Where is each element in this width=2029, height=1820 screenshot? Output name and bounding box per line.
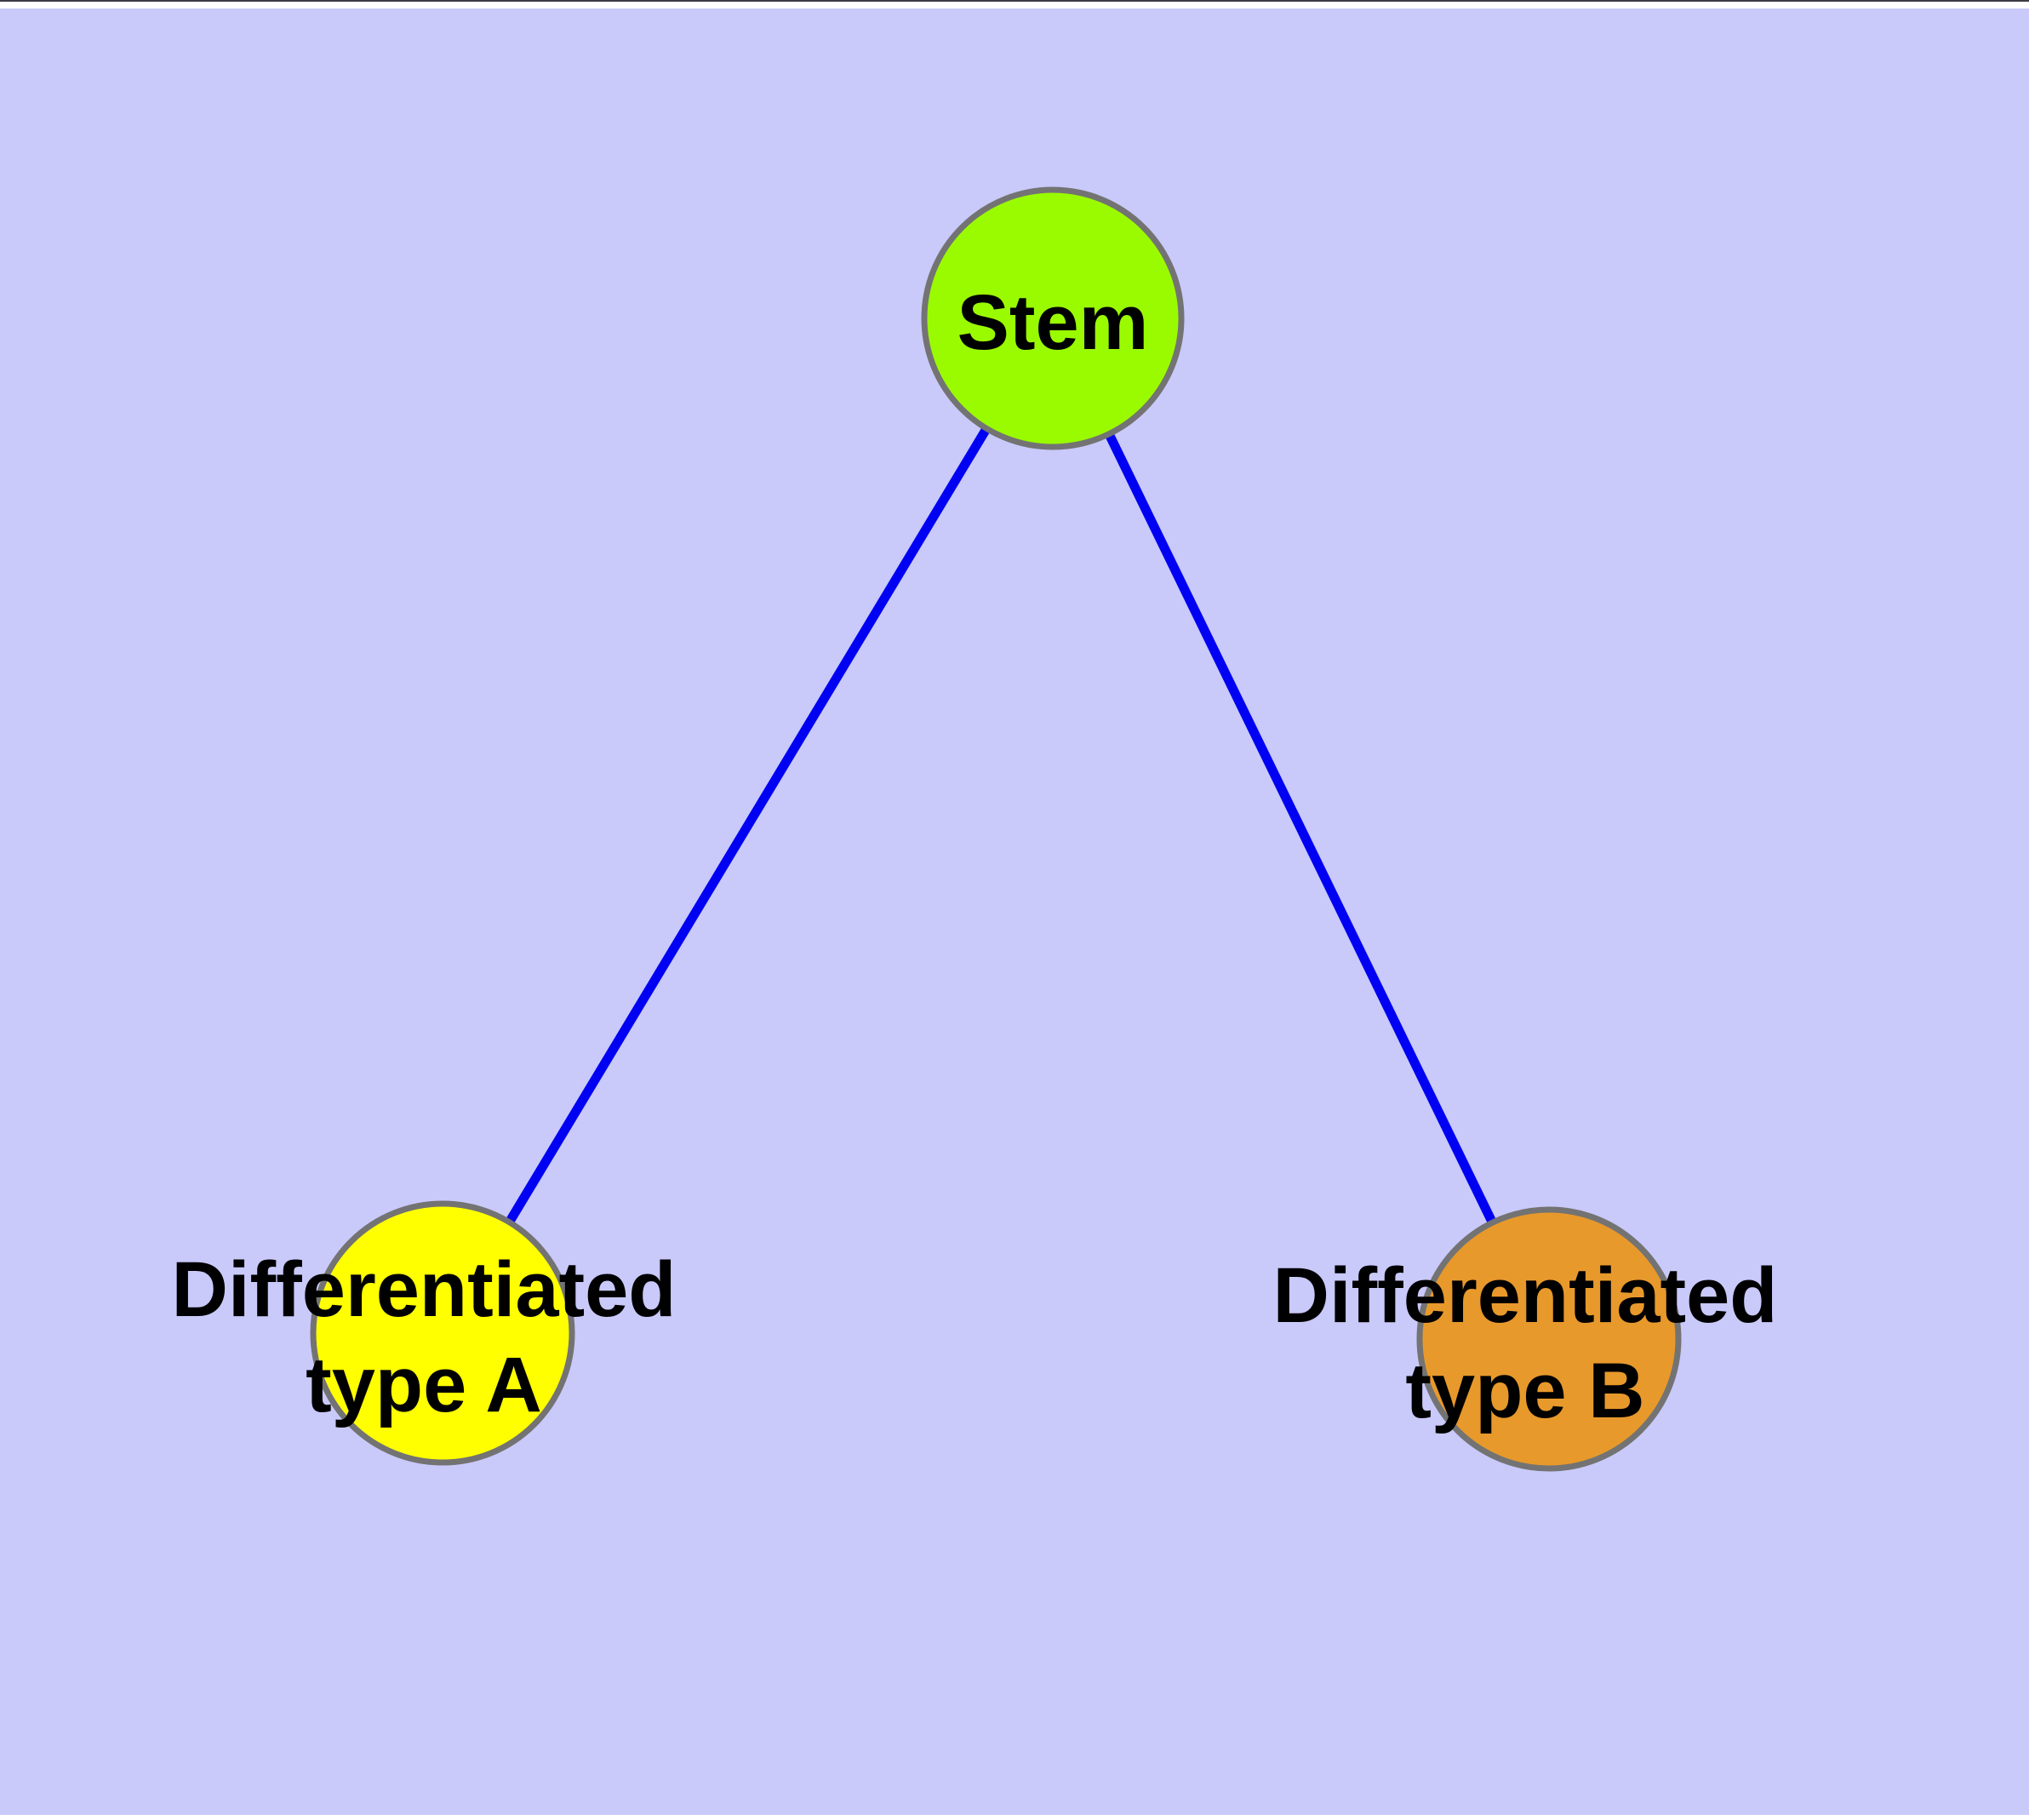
node-differentiated-type-a-label-line-0: Differentiated	[172, 1246, 677, 1333]
window-top-edge	[0, 0, 2029, 2]
node-differentiated-type-b-label-line-1: type B	[1405, 1348, 1644, 1434]
node-differentiated-type-b	[1416, 1206, 1682, 1472]
node-differentiated-type-a	[310, 1200, 575, 1466]
node-stem-label-line-0: Stem	[957, 279, 1149, 366]
node-differentiated-type-a-label-line-1: type A	[306, 1342, 542, 1428]
node-stem	[921, 186, 1185, 450]
edge-stem-to-differentiated-type-a	[438, 316, 1057, 1336]
node-differentiated-type-b-label-line-0: Differentiated	[1273, 1252, 1778, 1339]
edge-stem-to-differentiated-type-b	[1049, 316, 1553, 1342]
